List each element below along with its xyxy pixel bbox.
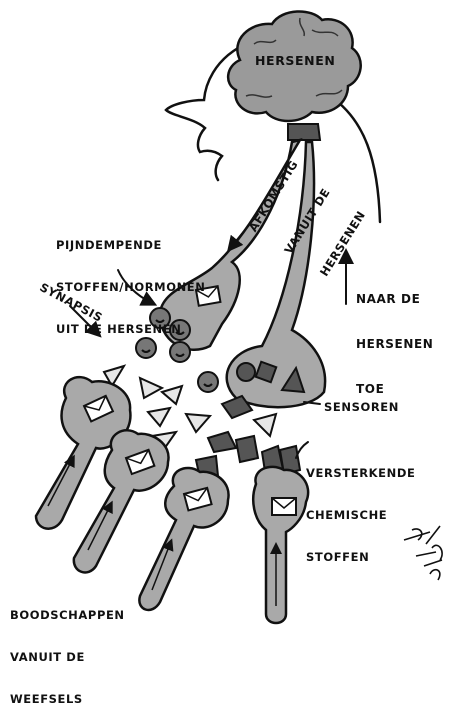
label-messages: BOODSCHAPPEN VANUIT DE WEEFSELS: [10, 580, 125, 720]
cube-molecules: [196, 396, 300, 478]
triangle-icon: [140, 378, 162, 398]
label-painkillers: PIJNDEMPENDE STOFFEN/HORMONEN UIT DE HER…: [56, 210, 205, 350]
triangle-icon: [162, 386, 182, 404]
smiley-icon: [198, 372, 218, 392]
triangle-icon: [148, 408, 170, 426]
triangle-icon: [254, 414, 276, 436]
label-amplifiers: VERSTERKENDE CHEMISCHE STOFFEN: [306, 438, 415, 578]
cube-icon: [236, 436, 258, 462]
envelope-icon: [272, 498, 296, 515]
tissue-neuron-4: [253, 467, 308, 623]
triangle-icon: [186, 414, 210, 432]
label-sensors: SENSOREN: [324, 400, 399, 414]
label-ascending: NAAR DE HERSENEN TOE: [356, 262, 433, 412]
spinal-cord: [288, 124, 320, 140]
cube-icon: [208, 432, 236, 452]
label-brain: HERSENEN: [255, 54, 335, 68]
